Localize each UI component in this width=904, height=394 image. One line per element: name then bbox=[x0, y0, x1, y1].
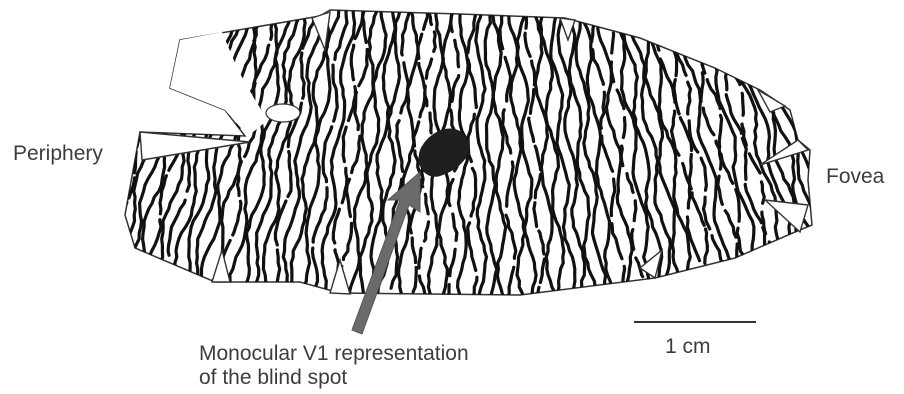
blind-spot-caption-line1: Monocular V1 representation bbox=[199, 342, 469, 366]
fovea-label: Fovea bbox=[826, 165, 884, 189]
optic-hole bbox=[266, 104, 300, 122]
blind-spot-caption: Monocular V1 representation of the blind… bbox=[199, 342, 469, 390]
periphery-label: Periphery bbox=[13, 142, 103, 166]
blind-spot-caption-line2: of the blind spot bbox=[199, 366, 469, 390]
scale-bar-label: 1 cm bbox=[665, 335, 711, 359]
